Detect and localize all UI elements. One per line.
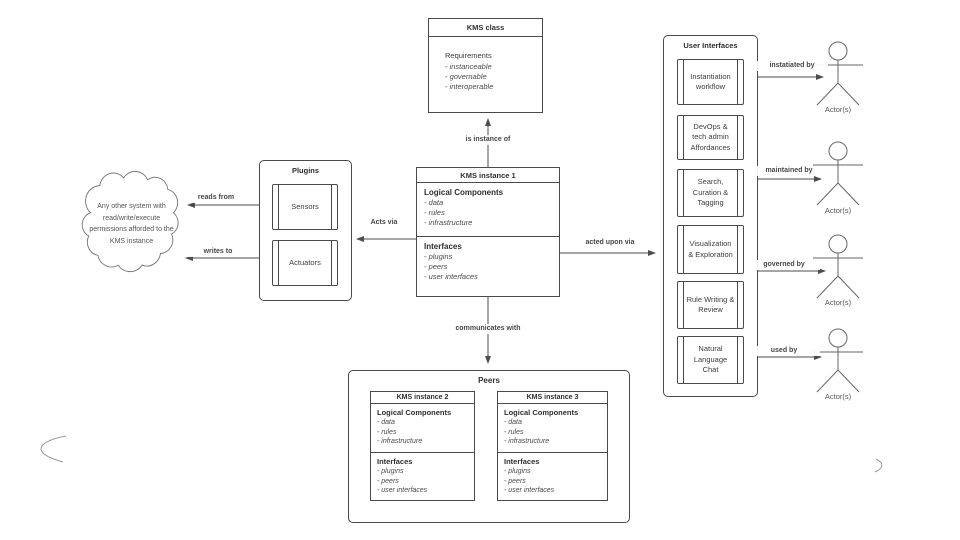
component-rule-writing-review: Rule Writing & Review bbox=[677, 281, 744, 329]
section-header: Interfaces bbox=[377, 457, 413, 466]
actor-figure-governor bbox=[813, 234, 863, 299]
list-item: - rules bbox=[377, 428, 397, 436]
list-item: - peers bbox=[504, 477, 526, 485]
list-item: - data bbox=[424, 198, 444, 207]
edge-label-used-by: used by bbox=[748, 346, 820, 356]
component-visualization-exploration: Visualization & Exploration bbox=[677, 225, 744, 274]
list-item: - data bbox=[504, 419, 522, 426]
list-item: - user interfaces bbox=[424, 272, 478, 281]
edge-label-instatiated-by: instatiated by bbox=[756, 61, 828, 71]
list-item: - user interfaces bbox=[377, 487, 428, 494]
kms-instance-1-box: KMS instance 1 Logical Components - data… bbox=[416, 167, 560, 297]
kms-class-box: KMS class Requirements - instanceable - … bbox=[428, 18, 543, 113]
actor-label: Actor(s) bbox=[824, 298, 852, 307]
actor-label: Actor(s) bbox=[824, 206, 852, 215]
interfaces-section: Interfaces - plugins - peers - user inte… bbox=[417, 237, 559, 282]
list-item: - instanceable bbox=[445, 62, 492, 71]
edge-label-communicates-with: communicates with bbox=[451, 324, 525, 334]
component-actuators: Actuators bbox=[272, 240, 338, 286]
interfaces-section: Interfaces - plugins - peers - user inte… bbox=[498, 453, 607, 496]
component-devops-tech-admin: DevOps & tech admin Affordances bbox=[677, 115, 744, 160]
edge-label-maintained-by: maintained by bbox=[753, 166, 825, 176]
cloud-shape bbox=[81, 170, 179, 272]
kms-instance-2-box: KMS instance 2 Logical Components - data… bbox=[370, 391, 475, 501]
requirements-header: Requirements bbox=[445, 51, 492, 60]
cloud-system-label: Any other system with read/write/execute… bbox=[89, 203, 174, 245]
user-interfaces-title: User Interfaces bbox=[683, 41, 738, 50]
component-search-curation-tagging: Search, Curation & Tagging bbox=[677, 169, 744, 217]
logical-components-section: Logical Components - data - rules - infr… bbox=[498, 404, 607, 453]
edge-label-reads-from: reads from bbox=[186, 193, 246, 203]
edge-label-acted-upon-via: acted upon via bbox=[573, 238, 647, 248]
list-item: - user interfaces bbox=[504, 487, 555, 494]
kms-instance-1-title: KMS instance 1 bbox=[417, 168, 559, 183]
kms-class-title: KMS class bbox=[429, 19, 542, 37]
edge-label-writes-to: writes to bbox=[188, 247, 248, 257]
kms-instance-3-box: KMS instance 3 Logical Components - data… bbox=[497, 391, 608, 501]
section-header: Logical Components bbox=[424, 188, 504, 197]
peers-title: Peers bbox=[478, 376, 500, 385]
logical-components-section: Logical Components - data - rules - infr… bbox=[417, 183, 559, 237]
kms-class-body: Requirements - instanceable - governable… bbox=[429, 37, 542, 92]
list-item: - rules bbox=[424, 208, 445, 217]
logical-components-section: Logical Components - data - rules - infr… bbox=[371, 404, 474, 453]
actor-figure-user bbox=[813, 328, 863, 393]
actor-label: Actor(s) bbox=[824, 392, 852, 401]
actor-figure-instantiator bbox=[813, 41, 863, 106]
stray-arc-right bbox=[874, 458, 883, 473]
component-instantiation-workflow: Instantiation workflow bbox=[677, 59, 744, 105]
interfaces-section: Interfaces - plugins - peers - user inte… bbox=[371, 453, 474, 496]
edge-label-is-instance-of: is instance of bbox=[456, 135, 520, 145]
section-header: Interfaces bbox=[504, 457, 540, 466]
list-item: - infrastructure bbox=[504, 438, 550, 445]
kms-instance-2-title: KMS instance 2 bbox=[371, 392, 474, 404]
actor-figure-maintainer bbox=[813, 141, 863, 206]
actor-label: Actor(s) bbox=[824, 105, 852, 114]
list-item: - peers bbox=[377, 477, 399, 485]
list-item: - plugins bbox=[504, 468, 531, 475]
list-item: - governable bbox=[445, 72, 487, 81]
stray-arc-left bbox=[40, 435, 67, 463]
list-item: - infrastructure bbox=[377, 438, 423, 445]
list-item: - data bbox=[377, 419, 395, 426]
list-item: - plugins bbox=[377, 468, 404, 475]
list-item: - interoperable bbox=[445, 82, 494, 91]
component-sensors: Sensors bbox=[272, 184, 338, 230]
plugins-title: Plugins bbox=[291, 166, 320, 175]
component-natural-language-chat: Natural Language Chat bbox=[677, 336, 744, 384]
section-header: Interfaces bbox=[424, 242, 462, 251]
list-item: - peers bbox=[424, 262, 448, 271]
edge-label-governed-by: governed by bbox=[748, 260, 820, 270]
section-header: Logical Components bbox=[504, 408, 579, 417]
edge-label-acts-via: Acts via bbox=[356, 218, 412, 228]
list-item: - infrastructure bbox=[424, 218, 473, 227]
list-item: - plugins bbox=[424, 252, 453, 261]
section-header: Logical Components bbox=[377, 408, 452, 417]
kms-instance-3-title: KMS instance 3 bbox=[498, 392, 607, 404]
list-item: - rules bbox=[504, 428, 524, 436]
